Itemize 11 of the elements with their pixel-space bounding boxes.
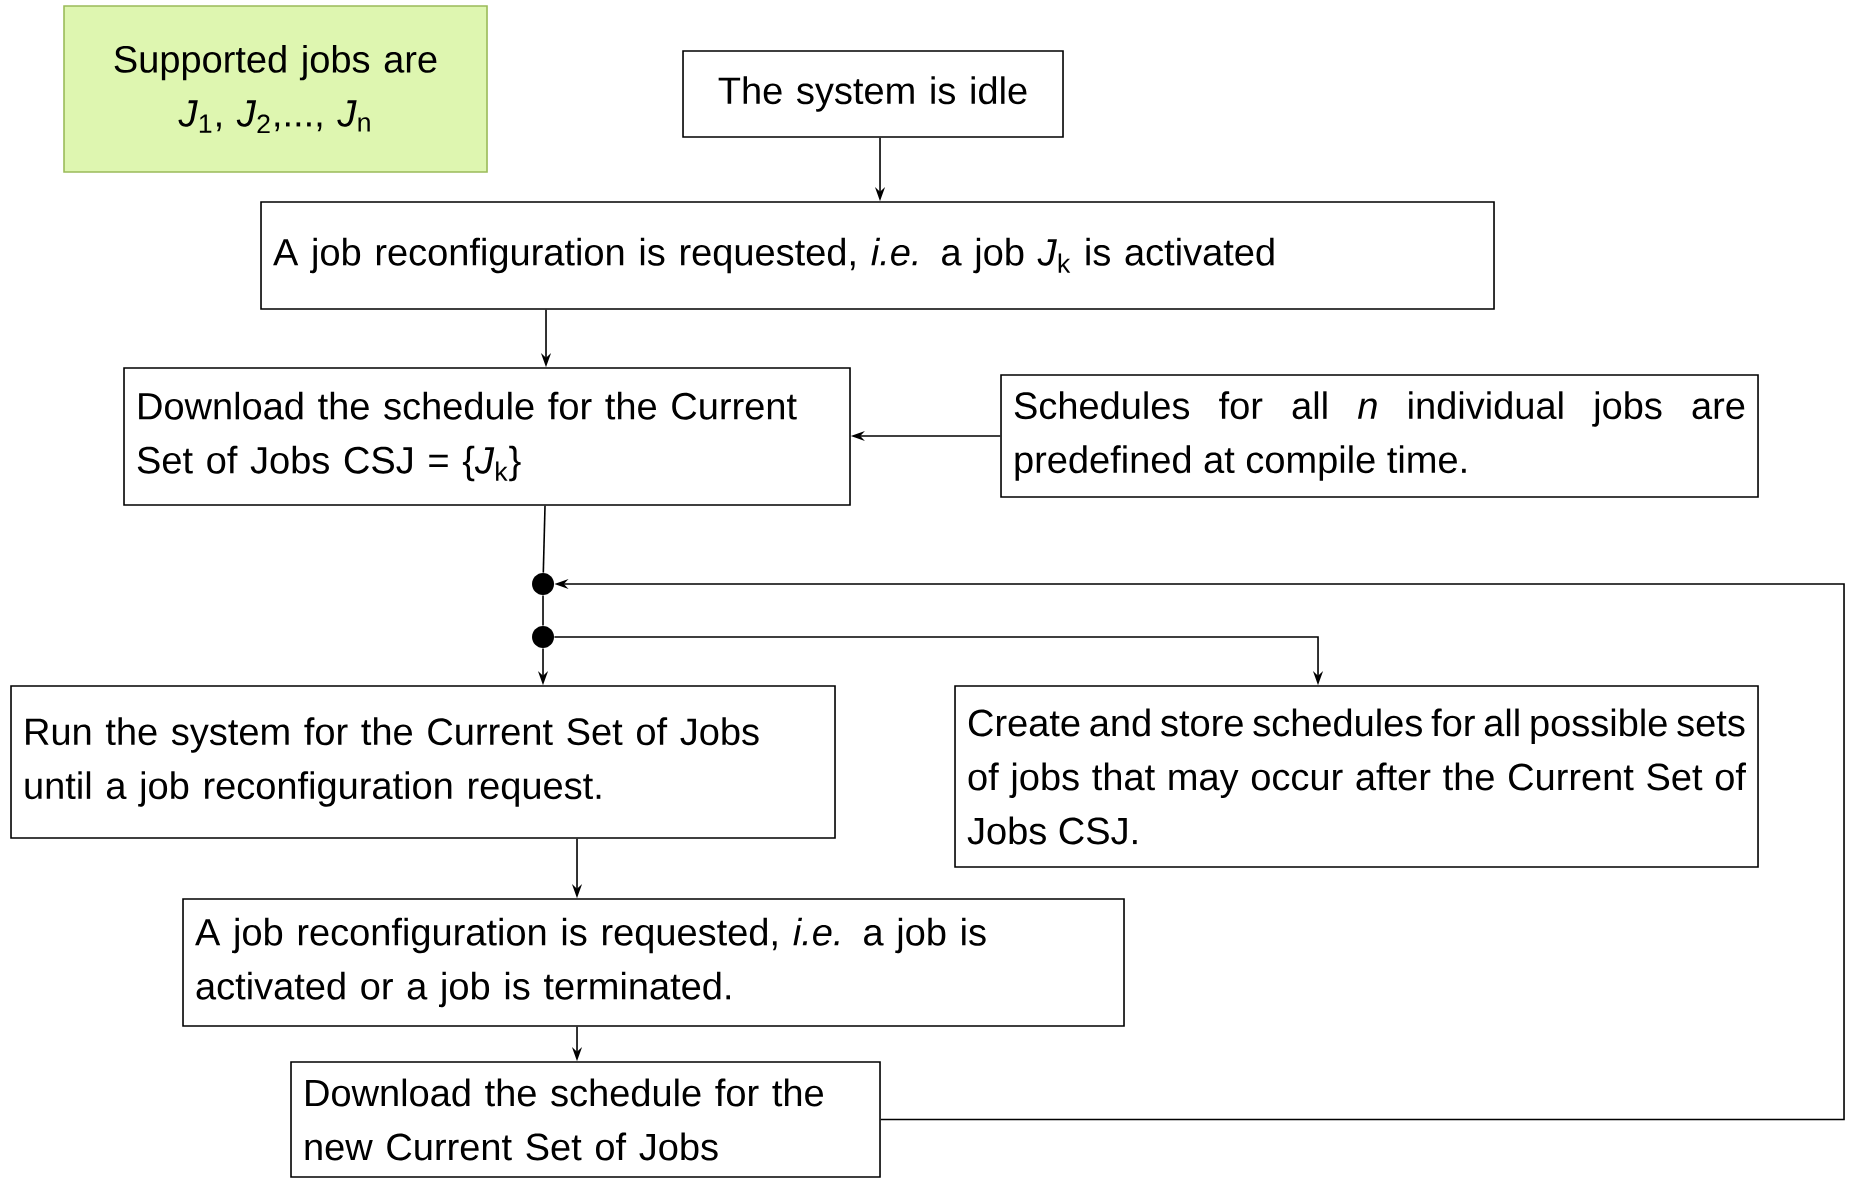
process-box: Schedules for all n individual jobs are predefined at compile time.: [1000, 374, 1759, 498]
junction-dot: [532, 626, 554, 648]
process-box: Run the system for the Current Set of Jobs until a job reconfiguration request.: [10, 685, 836, 839]
process-box: The system is idle: [682, 50, 1064, 138]
process-box: Create and store schedules for all possible sets of jobs that may occur after the Current Set of Jobs CSJ.: [954, 685, 1759, 868]
process-box: Download the schedule for the Current Set of Jobs CSJ = {J$_{k}$}: [123, 367, 851, 506]
note-box: Supported jobs are J$_{1}$, J$_{2}$,..., J$_{n}$: [63, 5, 488, 173]
process-box: Download the schedule for the new Current Set of Jobs: [290, 1061, 881, 1178]
process-box: A job reconfiguration is requested, i.e. a job J$_{k}$ is activated: [260, 201, 1495, 310]
process-box: A job reconfiguration is requested, i.e. a job is activated or a job is terminated.: [182, 898, 1125, 1027]
junction-dot: [532, 573, 554, 595]
